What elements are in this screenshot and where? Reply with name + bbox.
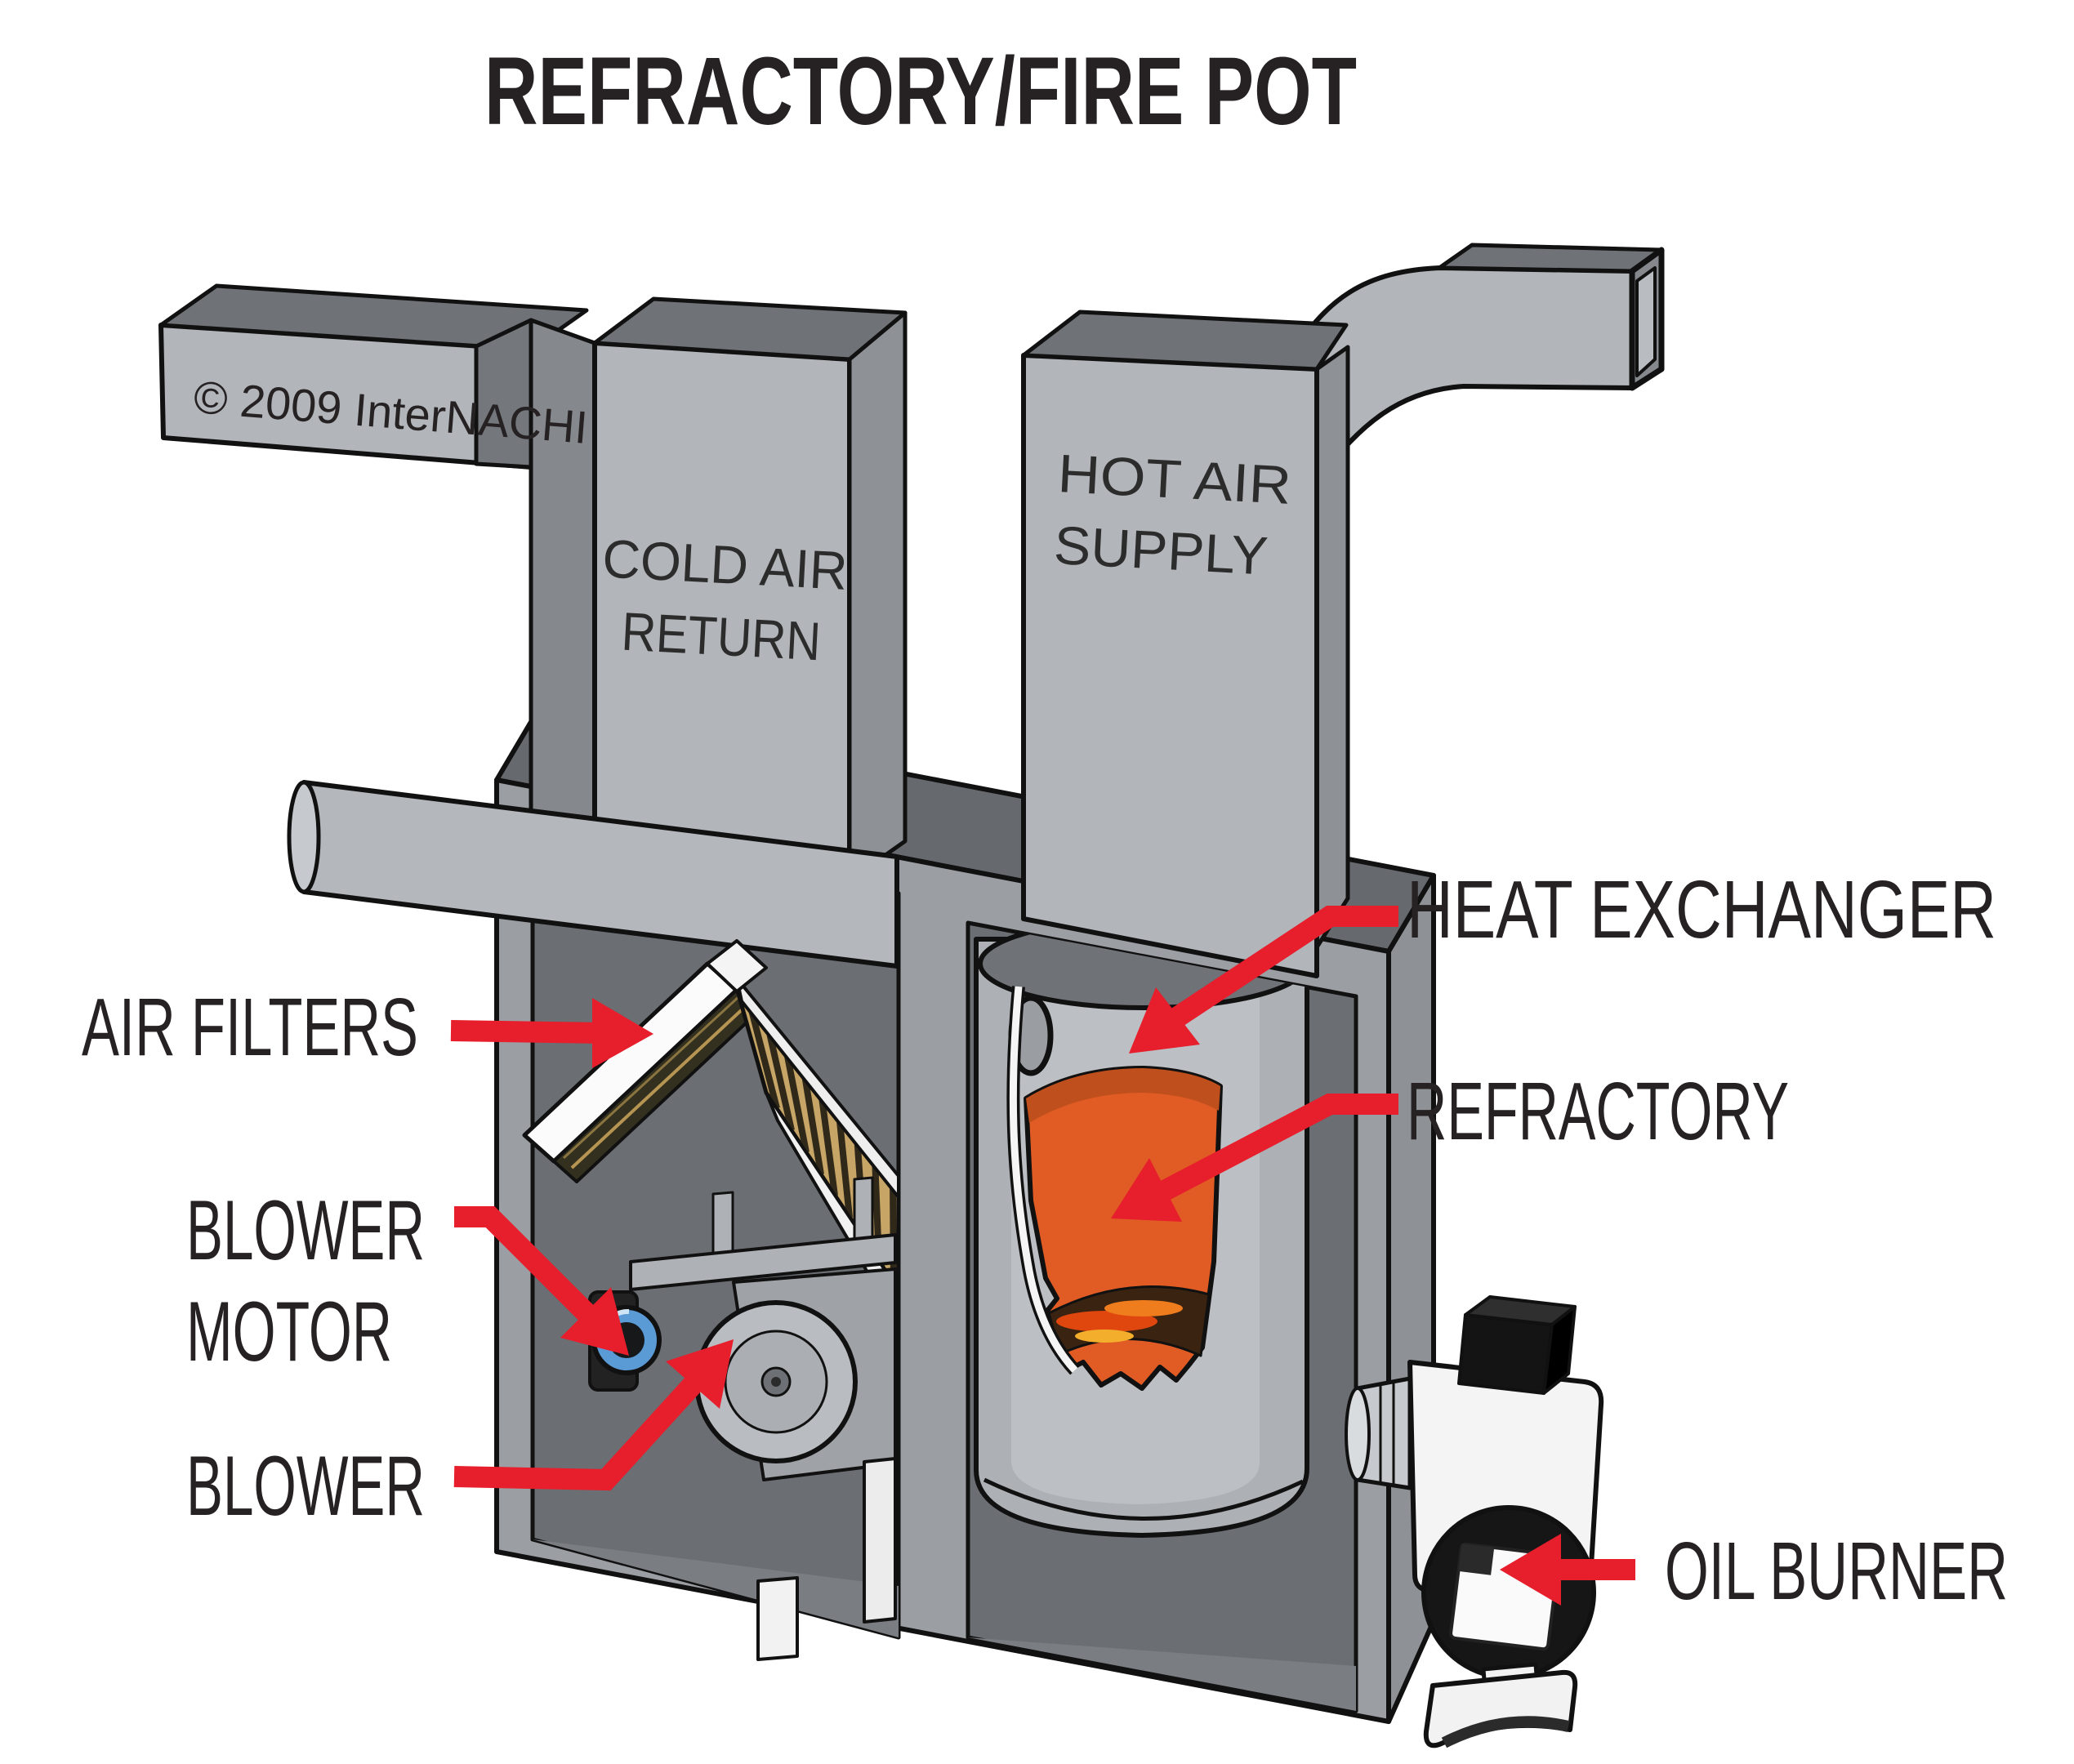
blower-label: BLOWER <box>186 1439 425 1534</box>
cold-air-return-duct: COLD AIR RETURN <box>474 296 908 893</box>
hot-air-supply-label-line2: SUPPLY <box>1053 514 1270 586</box>
refractory-rim <box>1026 1068 1220 1123</box>
oil-burner-label: OIL BURNER <box>1665 1526 2008 1617</box>
callout-arrows <box>450 906 1635 1606</box>
blower-assembly <box>588 1176 897 1661</box>
return-duct-horizontal <box>158 283 589 470</box>
cold-air-return-label-line2: RETURN <box>620 601 823 672</box>
heat-exchanger-compartment-floor <box>968 1637 1356 1711</box>
hot-air-supply-label-line1: HOT AIR <box>1056 443 1292 515</box>
hot-air-supply-duct: HOT AIR SUPPLY <box>1021 310 1350 978</box>
refractory-label: REFRACTORY <box>1407 1066 1789 1157</box>
refractory-arrow <box>1111 1094 1398 1222</box>
cold-duct-right-face <box>847 310 908 883</box>
blower-arrow <box>453 1339 734 1491</box>
air-filters-label: AIR FILTERS <box>82 982 418 1073</box>
oil-burner <box>1345 1295 1604 1748</box>
blower-motor-label-line2: MOTOR <box>186 1285 392 1379</box>
blower <box>694 1300 858 1463</box>
blower-motor-label-line1: BLOWER <box>186 1183 425 1278</box>
hot-duct-top-face <box>1021 310 1349 372</box>
cold-air-return-label-line1: COLD AIR <box>601 528 849 601</box>
pipe-end-cap <box>287 780 321 894</box>
return-duct-top-face <box>158 283 589 352</box>
fire-glow <box>1104 1300 1183 1316</box>
supply-elbow-duct <box>1272 243 1665 478</box>
heat-exchanger-label: HEAT EXCHANGER <box>1407 864 1996 956</box>
oil-burner-arrow <box>1500 1534 1635 1606</box>
blower-motor-arrow <box>454 1206 629 1356</box>
support-column <box>863 1457 897 1624</box>
air-filter-apex-cap <box>706 939 768 993</box>
burner-transformer <box>1457 1313 1554 1395</box>
air-filter-right-frame-top <box>735 977 900 1199</box>
page-title: REFRACTORY/FIRE POT <box>484 38 1357 145</box>
furnace-foot <box>756 1576 799 1661</box>
fire-glow <box>1075 1330 1134 1343</box>
refractory-pot <box>1024 1066 1223 1391</box>
elbow-top-face <box>1437 243 1664 274</box>
horizontal-pipe <box>287 780 899 969</box>
blower-compartment-floor <box>533 1539 899 1637</box>
cylinder-cut-edge <box>1006 986 1080 1375</box>
air-filters-arrow <box>450 998 653 1068</box>
heat-exchanger-arrow <box>1129 906 1398 1054</box>
blower-shelf-rail <box>629 1233 897 1291</box>
